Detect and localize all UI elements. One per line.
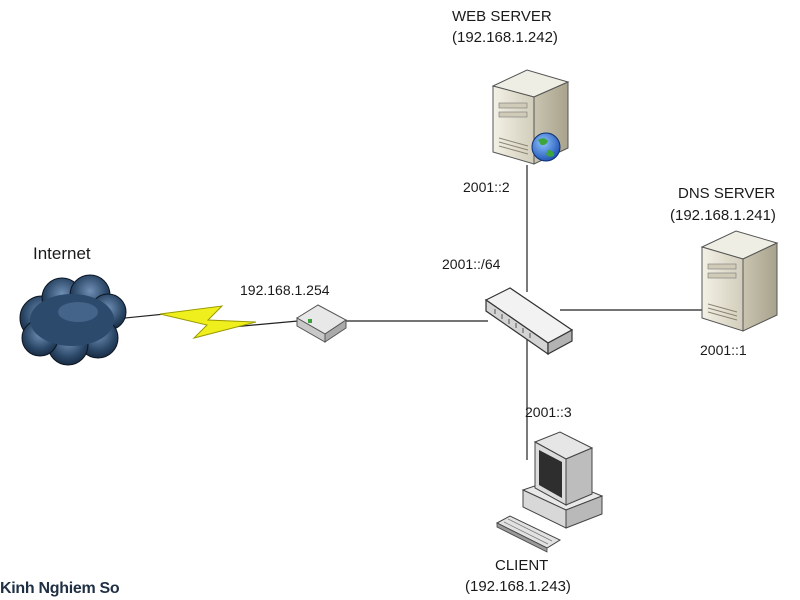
web-server-ipv6: 2001::2 [463, 179, 510, 195]
client-name: CLIENT [495, 557, 549, 574]
router-ipv4-label: 192.168.1.254 [240, 282, 330, 298]
dns-server-ipv6: 2001::1 [700, 342, 747, 358]
router-icon [296, 304, 347, 343]
watermark-text: Kinh Nghiem So [0, 580, 120, 597]
dns-server-ipv4: (192.168.1.241) [670, 207, 776, 224]
internet-label: Internet [33, 244, 91, 263]
dns-server-name: DNS SERVER [678, 185, 776, 202]
switch-subnet-label: 2001::/64 [442, 256, 501, 272]
internet-cloud-icon [19, 274, 127, 366]
web-server-ipv4: (192.168.1.242) [452, 29, 558, 46]
monitor-screen [539, 450, 562, 498]
dns-server-icon [700, 230, 779, 332]
web-server-name: WEB SERVER [452, 8, 552, 25]
link-lightning-router [231, 320, 299, 328]
lightning-bolt-icon [159, 305, 257, 339]
globe-icon [531, 132, 561, 162]
client-ipv4: (192.168.1.243) [465, 578, 571, 595]
connections [124, 165, 705, 460]
switch-icon [484, 287, 574, 356]
client-computer-icon [495, 431, 604, 553]
web-server-icon [491, 69, 570, 165]
client-ipv6: 2001::3 [525, 404, 572, 420]
